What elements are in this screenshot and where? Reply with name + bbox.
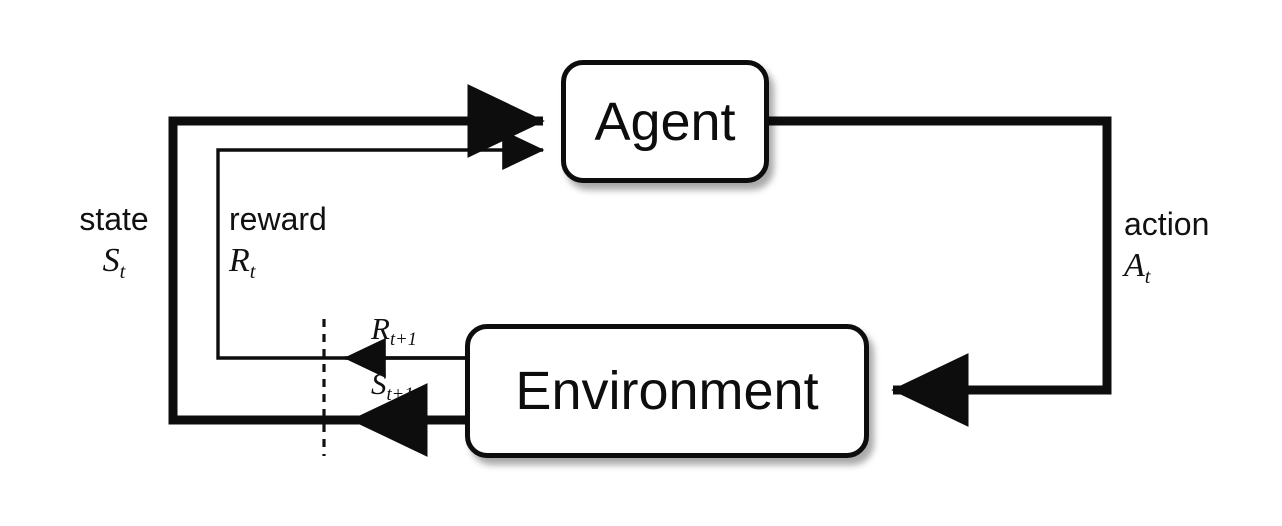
node-environment-label: Environment	[515, 361, 819, 421]
edge-label-reward: reward Rt	[229, 201, 369, 282]
state-symbol-subscript: t	[119, 260, 126, 283]
node-agent-label: Agent	[594, 91, 736, 152]
reward-next-subscript: t+1	[389, 328, 417, 350]
reward-symbol-subscript: t	[249, 260, 256, 283]
state-feedback-path	[168, 84, 545, 425]
flow-symbol-state-next: St+1	[371, 366, 414, 405]
edge-label-state: state St	[64, 201, 164, 282]
state-next-subscript: t+1	[386, 383, 414, 405]
state-symbol-base: S	[102, 242, 120, 280]
flow-symbol-reward-next: Rt+1	[371, 311, 417, 350]
edge-label-action-word: action	[1124, 206, 1210, 242]
edge-label-reward-word: reward	[229, 201, 327, 237]
edge-label-action: action At	[1124, 206, 1254, 287]
node-environment[interactable]: Environment	[465, 324, 869, 458]
action-symbol-base: A	[1124, 247, 1145, 285]
edge-label-state-word: state	[79, 201, 149, 237]
edge-label-state-symbol: St	[64, 242, 164, 282]
edge-label-action-symbol: At	[1124, 247, 1254, 287]
action-symbol-subscript: t	[1144, 265, 1151, 288]
action-path	[769, 116, 1112, 427]
reward-next-base: R	[371, 311, 390, 346]
reward-symbol-base: R	[229, 242, 250, 280]
node-agent[interactable]: Agent	[561, 60, 769, 183]
edge-label-reward-symbol: Rt	[229, 242, 369, 282]
state-next-base: S	[371, 366, 387, 401]
reward-feedback-path	[216, 129, 545, 360]
